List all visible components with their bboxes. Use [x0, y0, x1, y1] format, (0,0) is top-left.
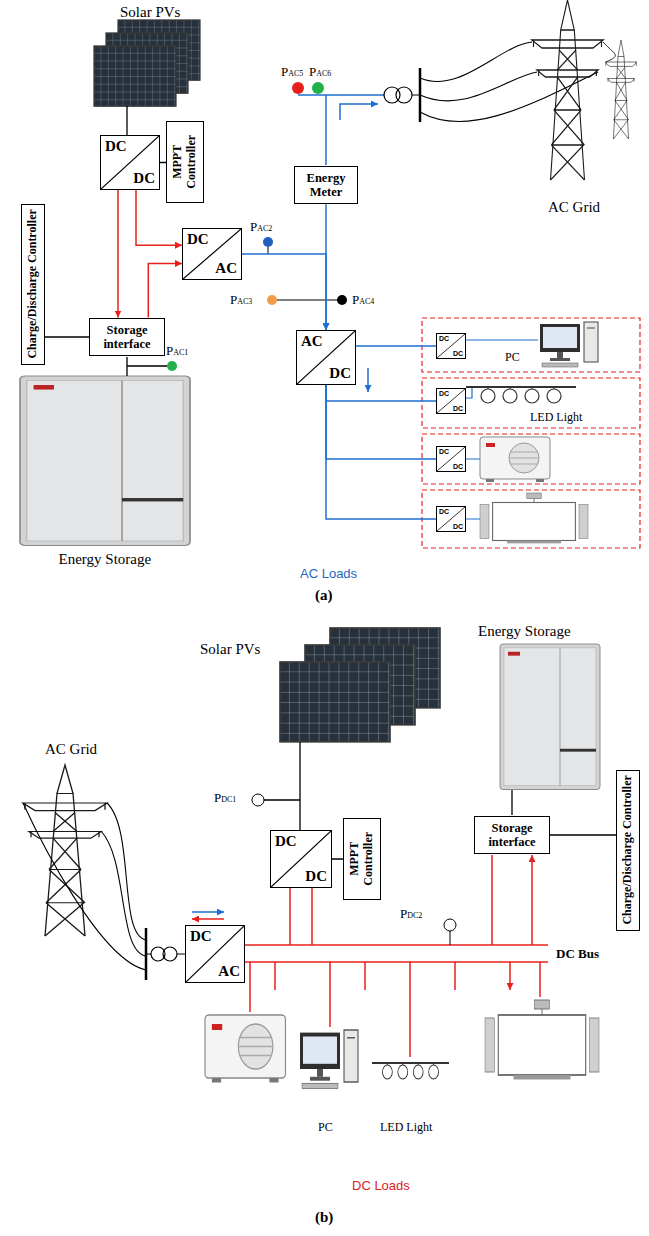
- interface-box: Storage interface: [89, 318, 165, 357]
- converter-box: DC AC: [182, 228, 242, 280]
- node-text: DC: [453, 463, 463, 470]
- connector: [148, 263, 182, 317]
- battery: [20, 357, 190, 546]
- node-text: DC: [187, 232, 209, 247]
- text-label: Energy Storage: [59, 550, 152, 568]
- node-text: Charge/Discharge Controller: [621, 775, 635, 924]
- grid-connection: [292, 0, 637, 180]
- load-label: PC: [505, 350, 520, 364]
- panel-label: (b): [315, 1208, 333, 1226]
- load-label: LED Light: [530, 410, 582, 424]
- node-text: DC: [133, 171, 155, 186]
- node-text: DC: [439, 390, 449, 397]
- connector: [117, 190, 119, 318]
- bus-label: DC Bus: [556, 946, 599, 962]
- text-label: AC Grid: [548, 198, 600, 216]
- converter-box: DC DC: [270, 830, 332, 888]
- interface-box: Storage interface: [474, 816, 550, 855]
- node-text: AC: [215, 261, 237, 276]
- load-label: LED Light: [380, 1120, 432, 1134]
- measurement-label: PAC3: [230, 292, 252, 308]
- node-text: DC: [453, 523, 463, 530]
- solar-panels: [252, 628, 440, 830]
- connector: [326, 385, 436, 519]
- load-label: PC: [318, 1120, 333, 1134]
- measurement-label: PDC2: [400, 906, 422, 922]
- node-text: MPPT Controller: [171, 126, 199, 196]
- converter-box: DC DC: [436, 506, 466, 532]
- node-text: Storage interface: [481, 821, 543, 850]
- node-text: Charge/Discharge Controller: [26, 209, 40, 358]
- converter-box: AC DC: [296, 330, 356, 385]
- node-text: DC: [329, 366, 351, 381]
- measurement-label: PAC6: [309, 64, 331, 80]
- node-text: DC: [190, 929, 212, 944]
- converter-box: DC AC: [185, 925, 245, 983]
- node-text: AC: [301, 334, 323, 349]
- node-text: DC: [105, 139, 127, 154]
- connector: [550, 834, 616, 836]
- connector: [326, 385, 436, 401]
- text-label: AC Grid: [45, 740, 97, 758]
- converter-box: DC DC: [436, 446, 466, 472]
- solar-panels: [94, 20, 200, 135]
- connector: [242, 254, 326, 330]
- controller-box: Charge/Discharge Controller: [21, 204, 45, 365]
- group-label: DC Loads: [352, 1178, 410, 1194]
- connector: [326, 385, 436, 459]
- node-text: DC: [453, 405, 463, 412]
- controller-box: MPPT Controller: [166, 121, 204, 203]
- node-text: MPPT Controller: [348, 823, 376, 893]
- connector: [45, 336, 89, 338]
- node-text: DC: [453, 350, 463, 357]
- battery: [500, 644, 600, 815]
- node-text: DC: [439, 448, 449, 455]
- node-text: Storage interface: [96, 323, 158, 352]
- text-label: Solar PVs: [120, 3, 180, 21]
- measurement-label: PAC1: [166, 343, 188, 359]
- controller-box: MPPT Controller: [343, 818, 381, 900]
- node-text: DC: [275, 834, 297, 849]
- node-text: Energy Meter: [301, 171, 351, 200]
- meter-box: Energy Meter: [294, 166, 358, 205]
- measurement-label: PAC4: [352, 292, 374, 308]
- measurement-label: PDC1: [214, 790, 236, 806]
- measurement-label: PAC5: [281, 64, 303, 80]
- text-label: Energy Storage: [478, 622, 571, 640]
- converter-box: DC DC: [436, 388, 466, 414]
- converter-box: DC DC: [436, 333, 466, 359]
- controller-box: Charge/Discharge Controller: [616, 770, 640, 931]
- node-text: DC: [305, 869, 327, 884]
- connector: [325, 204, 327, 330]
- measurement-points: [263, 237, 368, 392]
- node-text: DC: [439, 335, 449, 342]
- connector: [332, 858, 343, 860]
- converter-box: DC DC: [100, 135, 160, 190]
- node-text: DC: [439, 508, 449, 515]
- panel-label: (a): [315, 586, 333, 604]
- node-text: AC: [218, 964, 240, 979]
- group-label: AC Loads: [300, 566, 357, 582]
- ac-loads: [422, 318, 640, 548]
- text-label: Solar PVs: [200, 640, 260, 658]
- dc-loads: [205, 1000, 599, 1089]
- measurement-label: PAC2: [250, 219, 272, 235]
